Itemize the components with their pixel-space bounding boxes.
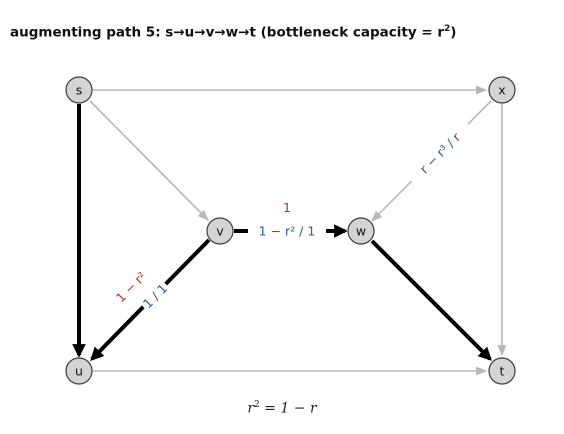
title-end: ) <box>450 24 457 41</box>
equation-lhs-sup: 2 <box>254 400 260 410</box>
node-label-s: s <box>76 83 83 98</box>
edge-label-x-w: r − r³ / r <box>405 118 475 188</box>
edge-label-v-w: 1 − r² / 1 <box>248 221 326 239</box>
node-label-v: v <box>216 224 224 239</box>
equation-lhs-base: r <box>247 400 255 417</box>
golden-ratio-equation: r2 = 1 − r <box>0 400 564 417</box>
node-x: x <box>488 76 516 104</box>
node-t: t <box>488 357 516 385</box>
title-text: augmenting path 5: s→u→v→w→t (bottleneck… <box>10 24 445 41</box>
flow-label-v-w: 1 <box>283 200 291 215</box>
node-label-u: u <box>75 364 83 379</box>
capacity-label-x-w: r − r³ / r <box>417 129 464 176</box>
node-label-w: w <box>356 224 366 239</box>
node-s: s <box>65 76 93 104</box>
title-superscript: 2 <box>444 24 451 34</box>
node-u: u <box>65 357 93 385</box>
node-v: v <box>206 217 234 245</box>
page-title: augmenting path 5: s→u→v→w→t (bottleneck… <box>10 24 456 41</box>
equation-rhs: = 1 − r <box>259 400 317 417</box>
node-label-x: x <box>498 83 505 98</box>
capacity-label-v-w: 1 − r² / 1 <box>259 224 316 239</box>
node-w: w <box>347 217 375 245</box>
node-label-t: t <box>500 364 505 379</box>
edge-s-v <box>89 100 209 221</box>
edge-w-t <box>370 239 492 361</box>
